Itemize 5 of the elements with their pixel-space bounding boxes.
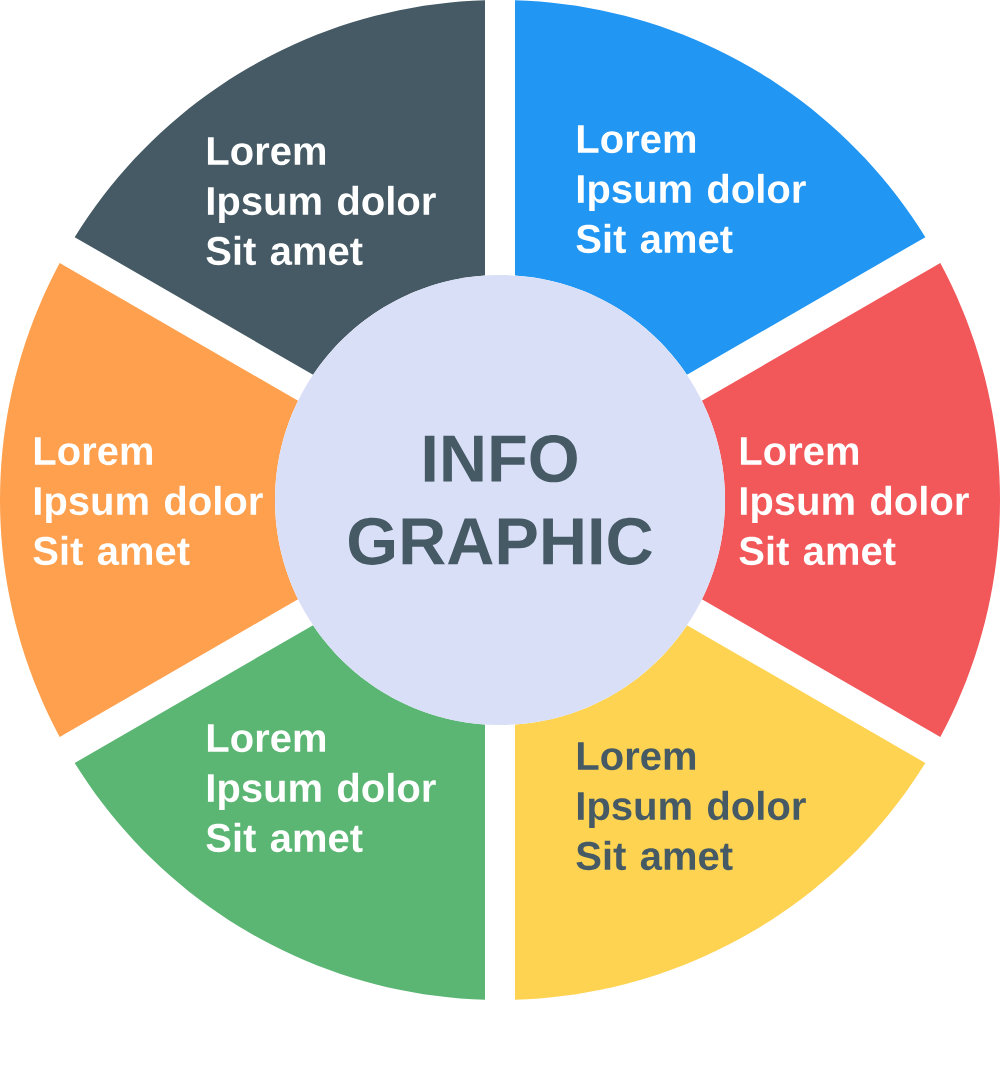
pie-segment: Lorem Ipsum dolor Sit amet (515, 0, 926, 375)
pie-segment: Lorem Ipsum dolor Sit amet (701, 263, 1000, 737)
pie-segment: Lorem Ipsum dolor Sit amet (74, 0, 485, 375)
pie-segment: Lorem Ipsum dolor Sit amet (74, 625, 485, 1000)
pie-segment: Lorem Ipsum dolor Sit amet (515, 625, 926, 1000)
